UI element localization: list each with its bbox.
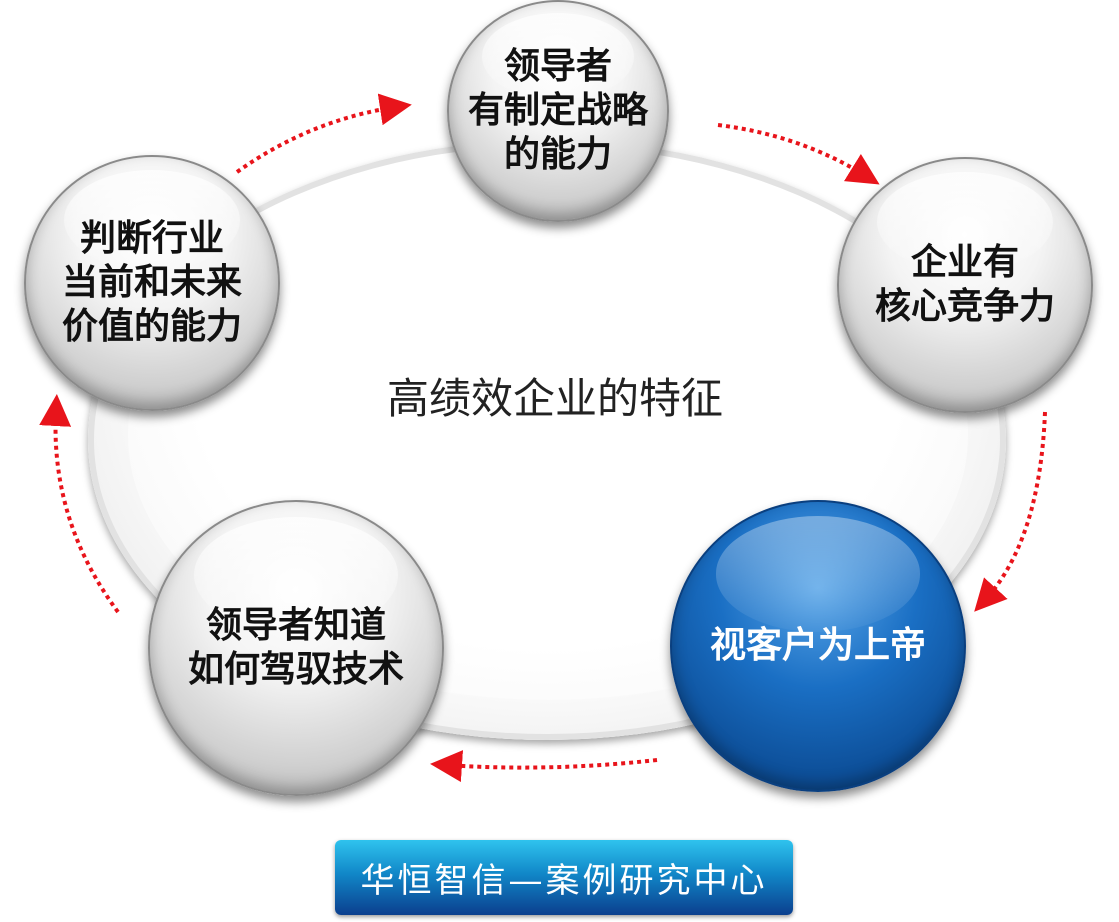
arrow-left-to-top bbox=[235, 93, 412, 174]
node-label: 视客户为上帝 bbox=[709, 625, 926, 666]
node-label: 判断行业 当前和未来 价值的能力 bbox=[61, 218, 242, 347]
node-label: 企业有 核心竞争力 bbox=[874, 242, 1055, 327]
arrow-bottom-right-to-bottom-left bbox=[430, 750, 658, 783]
arrow-bottom-left-to-left bbox=[39, 394, 120, 614]
arrow-top-to-right bbox=[717, 123, 880, 185]
node-right: 企业有 核心竞争力 bbox=[837, 157, 1093, 413]
arrow-right-to-bottom-right bbox=[974, 411, 1047, 612]
node-label: 领导者 有制定战略 的能力 bbox=[467, 46, 648, 175]
node-bottom-left: 领导者知道 如何驾驭技术 bbox=[148, 500, 444, 796]
node-left: 判断行业 当前和未来 价值的能力 bbox=[24, 155, 280, 411]
center-title: 高绩效企业的特征 bbox=[386, 374, 723, 423]
node-label: 领导者知道 如何驾驭技术 bbox=[187, 605, 404, 690]
node-top: 领导者 有制定战略 的能力 bbox=[447, 0, 669, 222]
logo-banner: 华恒智信—案例研究中心 bbox=[335, 840, 793, 915]
node-bottom-right: 视客户为上帝 bbox=[670, 500, 966, 792]
